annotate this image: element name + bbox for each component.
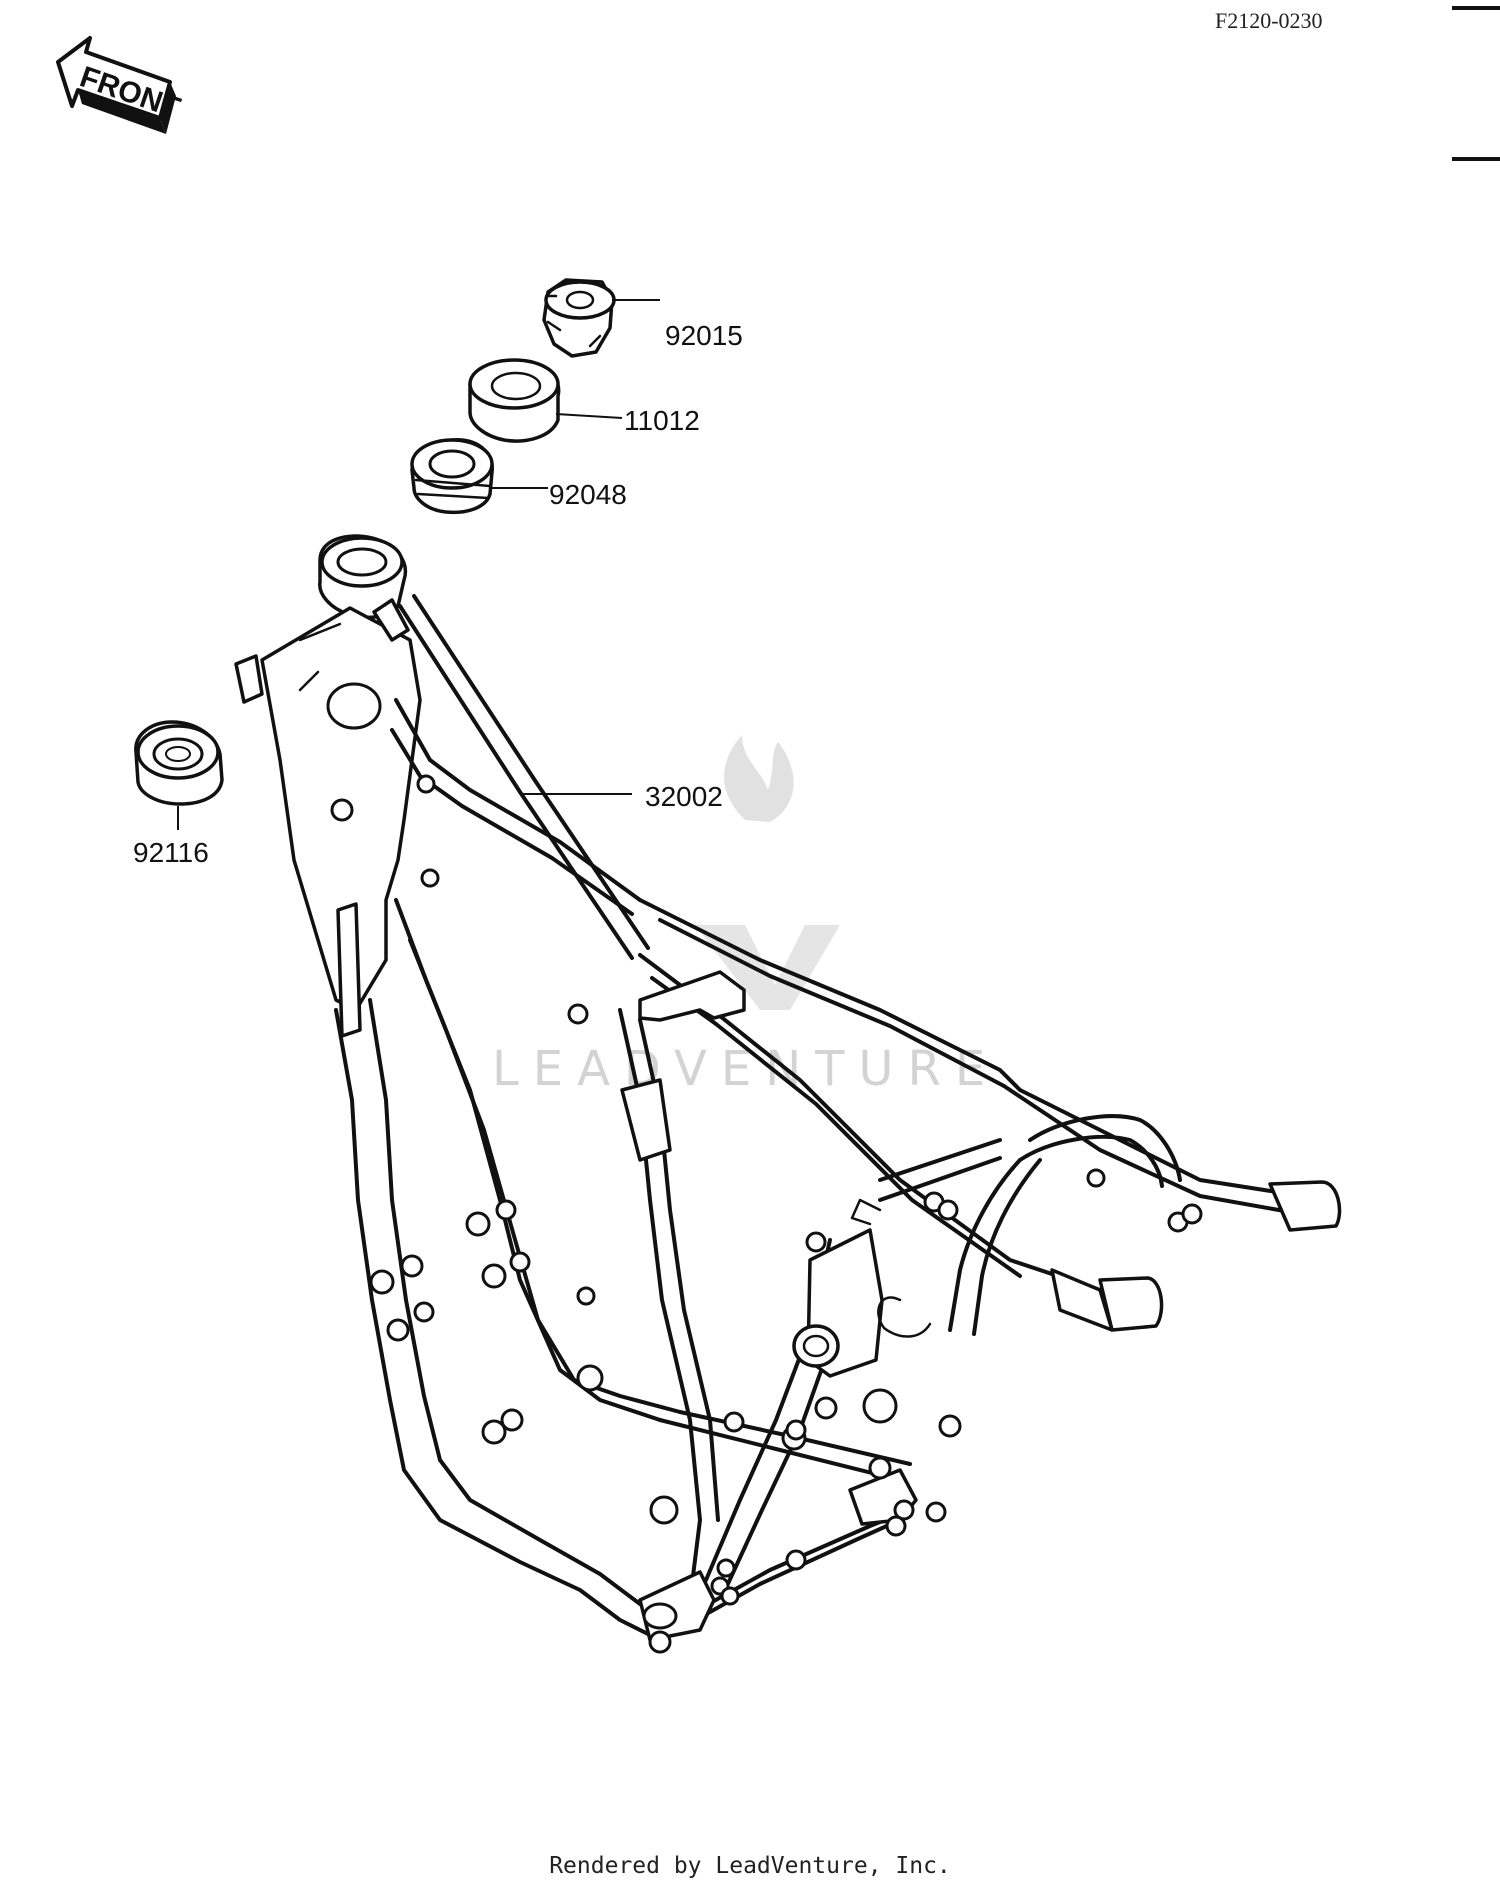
part-92116-bearing	[134, 720, 224, 806]
footer-credit: Rendered by LeadVenture, Inc.	[549, 1853, 951, 1879]
part-92015-nut	[542, 278, 616, 358]
callout-32002: 32002	[645, 781, 723, 812]
front-arrow-icon: FRONT	[56, 36, 184, 134]
reference-code: F2120-0230	[1215, 8, 1323, 33]
callout-92048: 92048	[549, 479, 627, 510]
leadventure-watermark: LEADVENTURE	[492, 735, 999, 1097]
leader-11012	[555, 413, 623, 419]
part-11012-ring	[468, 358, 561, 443]
part-92048-seal	[410, 438, 494, 515]
callout-11012: 11012	[624, 405, 700, 436]
callout-92116: 92116	[133, 837, 209, 868]
callout-92015: 92015	[665, 320, 743, 351]
watermark-text: LEADVENTURE	[492, 1041, 999, 1097]
part-32002-frame	[234, 534, 1342, 1654]
